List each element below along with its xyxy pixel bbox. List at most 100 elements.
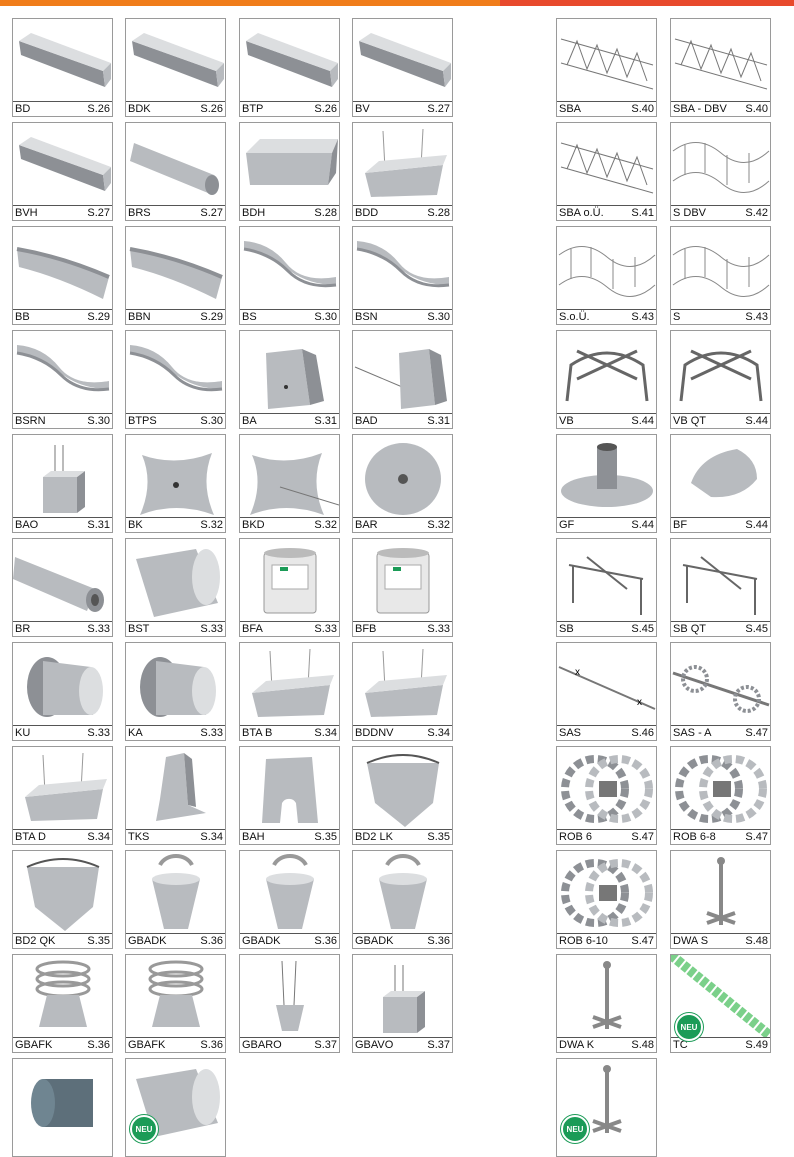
product-code: BS — [242, 311, 257, 323]
product-tile[interactable]: S.o.Ü.S.43 — [556, 226, 657, 325]
product-code: BTP — [242, 103, 264, 115]
wave-wire-icon — [671, 227, 770, 309]
product-tile[interactable]: BD2 LK S.35 — [352, 746, 453, 845]
product-code: BV — [355, 103, 370, 115]
product-tile[interactable]: NEU — [556, 1058, 657, 1157]
product-tile[interactable] — [12, 1058, 113, 1157]
cap-icon — [13, 1059, 112, 1141]
page-reference: S.28 — [427, 207, 450, 219]
bar-profile-icon — [353, 19, 452, 101]
cylinder-icon — [126, 539, 225, 621]
product-code: SAS - A — [673, 727, 712, 739]
bar-profile-icon — [240, 19, 339, 101]
tube-icon — [13, 539, 112, 621]
wedge-block-icon — [13, 851, 112, 933]
page-reference: S.33 — [200, 727, 223, 739]
wire-chair-icon — [557, 331, 656, 413]
cross-spacer-icon — [126, 435, 225, 517]
bar-profile-icon — [13, 19, 112, 101]
product-code: GBAFK — [128, 1039, 166, 1051]
product-code: S — [673, 311, 681, 323]
cone-foot-icon — [671, 435, 770, 517]
product-code: BTA D — [15, 831, 46, 843]
bar-profile-icon — [13, 123, 112, 205]
product-code: BD — [15, 103, 31, 115]
product-tile[interactable]: NEU — [125, 1058, 226, 1157]
page-reference: S.35 — [427, 831, 450, 843]
page-reference: S.35 — [314, 831, 337, 843]
page-reference: S.33 — [87, 727, 110, 739]
green-rod-icon — [671, 955, 770, 1039]
product-code: BF — [673, 519, 688, 531]
ribbed-spacer-icon — [126, 955, 225, 1037]
svg-text:x: x — [575, 667, 580, 678]
page-reference: S.44 — [631, 415, 654, 427]
product-code: BD2 LK — [355, 831, 393, 843]
product-tile[interactable]: SBA o.Ü.S.41 — [556, 122, 657, 221]
